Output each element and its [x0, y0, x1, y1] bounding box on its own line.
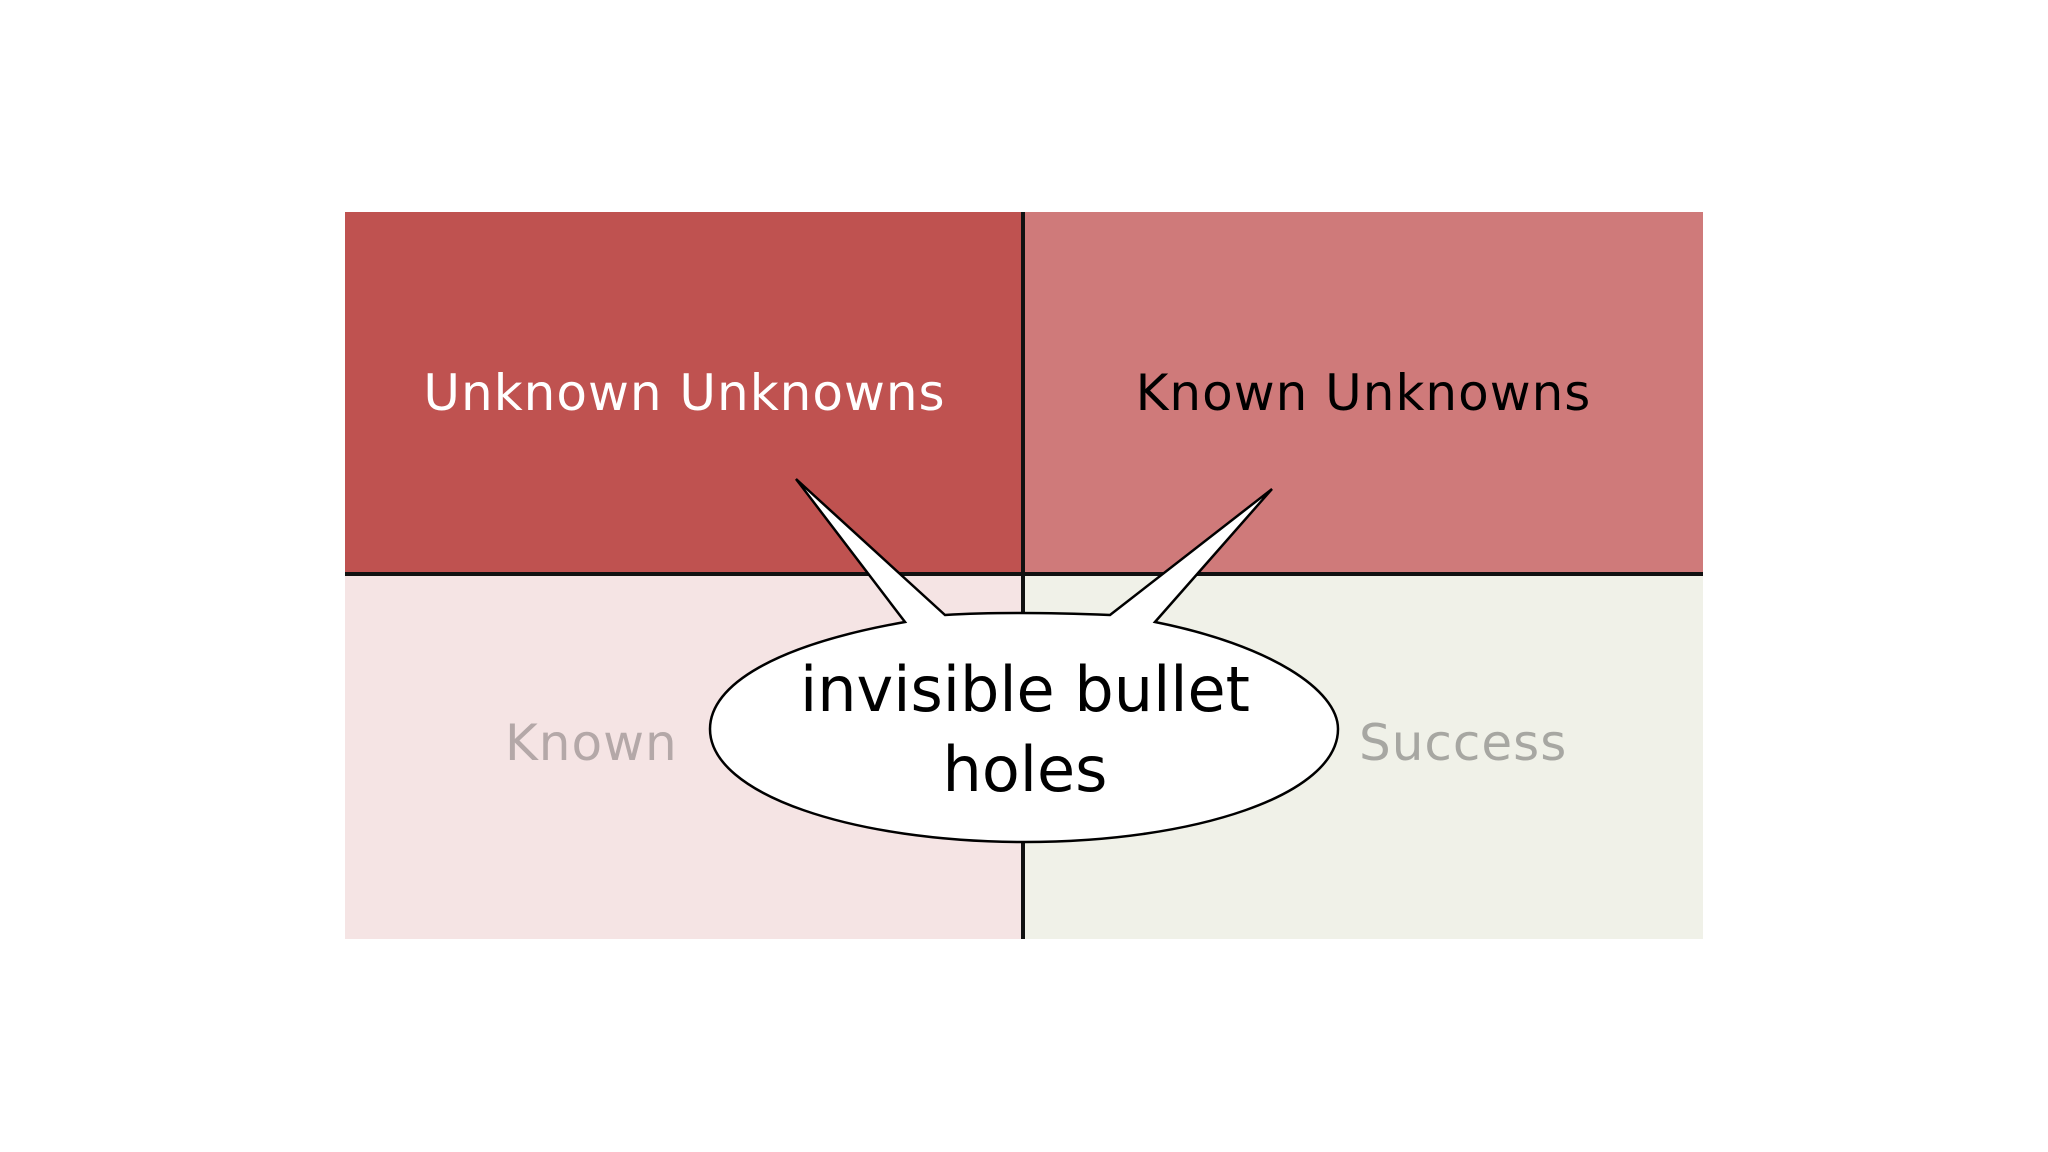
- speech-bubble-text: invisible bullet holes: [720, 650, 1330, 810]
- quadrant-unknown-unknowns: Unknown Unknowns: [345, 212, 1024, 574]
- speech-bubble-line-2: holes: [942, 733, 1108, 806]
- speech-bubble-outline: [708, 478, 1340, 844]
- quadrant-known-unknowns: Known Unknowns: [1024, 212, 1703, 574]
- quadrant-label-unknown-unknowns: Unknown Unknowns: [423, 364, 946, 422]
- quadrant-label-known: Known: [505, 714, 678, 772]
- quadrant-label-known-unknowns: Known Unknowns: [1135, 364, 1592, 422]
- quadrant-label-success: Success: [1359, 714, 1568, 772]
- horizontal-divider: [345, 572, 1703, 576]
- speech-bubble-line-1: invisible bullet: [800, 653, 1250, 726]
